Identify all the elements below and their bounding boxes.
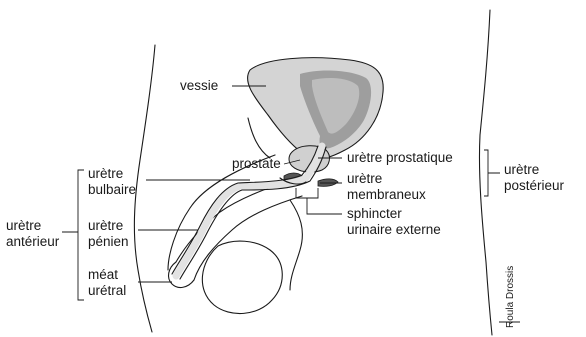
label-vessie: vessie <box>180 78 218 93</box>
label-uretre-anterieur-line1: urètre <box>6 218 41 233</box>
bracket-uretre-anterieur <box>62 170 84 300</box>
label-meat-line1: méat <box>88 267 118 282</box>
right-body-contour <box>479 10 492 335</box>
label-meat-line2: urétral <box>88 283 126 298</box>
label-uretre-membraneux-line1: urètre <box>347 171 382 186</box>
label-prostate: prostate <box>232 156 281 171</box>
label-uretre-posterieur-line1: urètre <box>504 162 539 177</box>
label-uretre-prostatique: urètre prostatique <box>347 150 453 165</box>
label-uretre-bulbaire-line2: bulbaire <box>88 182 136 197</box>
label-uretre-penien-line1: urètre <box>88 218 123 233</box>
left-body-contour <box>134 45 155 332</box>
label-uretre-membraneux-line2: membraneux <box>347 187 426 202</box>
label-sphincter-line1: sphincter <box>347 206 402 221</box>
label-uretre-anterieur-line2: antérieur <box>6 234 60 249</box>
label-uretre-bulbaire-line1: urètre <box>88 166 123 181</box>
right-thigh-contour <box>290 200 302 290</box>
bracket-uretre-posterieur <box>484 150 500 196</box>
label-uretre-penien-line2: pénien <box>88 234 129 249</box>
bladder <box>248 58 384 159</box>
credit-text: Roula Drossis <box>505 266 516 328</box>
label-uretre-posterieur-line2: postérieur <box>504 178 565 193</box>
pelvic-bone-line <box>248 118 270 158</box>
leader-sphincter-bracket <box>296 188 342 214</box>
label-sphincter-line2: urinaire externe <box>347 222 441 237</box>
scrotum-outline <box>202 241 282 313</box>
